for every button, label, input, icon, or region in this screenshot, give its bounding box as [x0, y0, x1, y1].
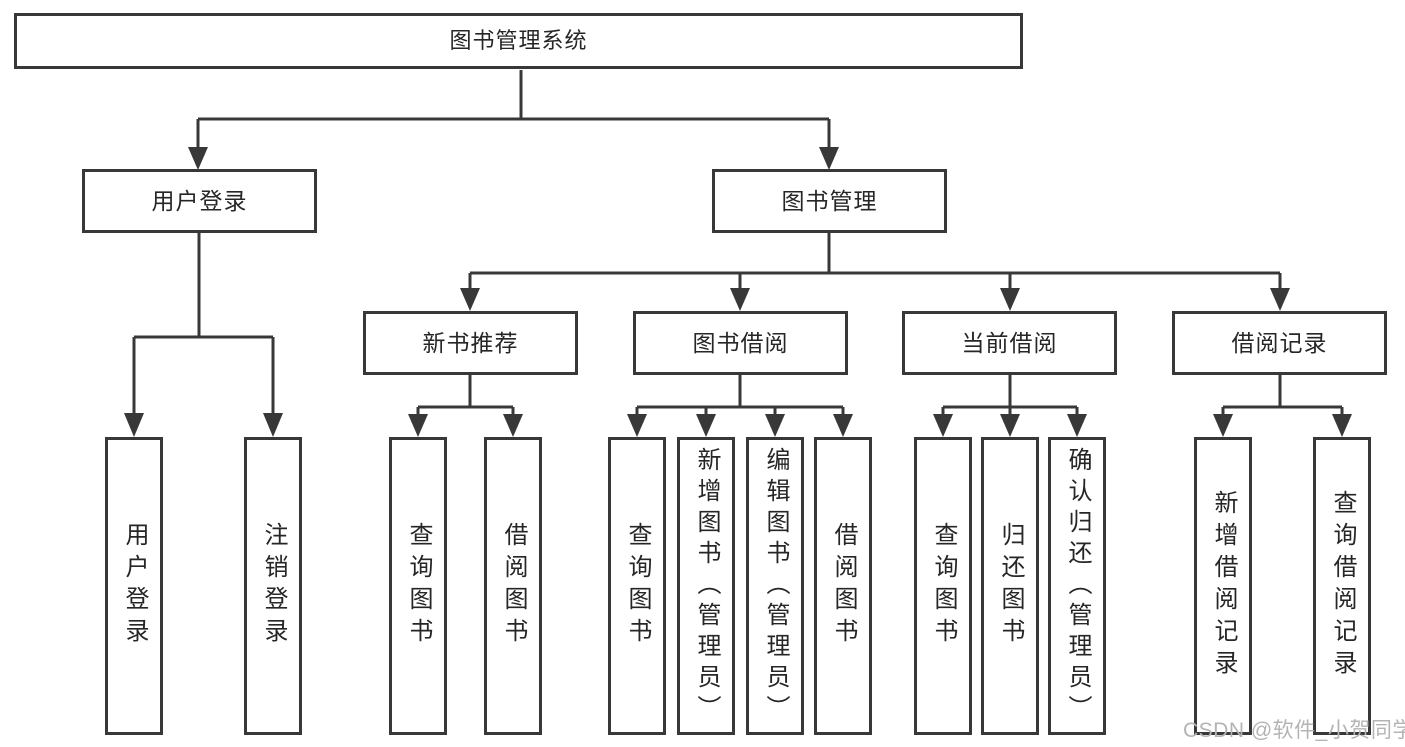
leaf-user-login-label: 用户登录 — [121, 522, 148, 650]
arrow-down-icon — [460, 288, 480, 311]
leaf-add-books-admin-label: 新增图书（管理员） — [693, 446, 720, 726]
connector-book-borrow — [635, 373, 845, 415]
arrow-down-icon — [933, 414, 953, 437]
node-current-borrow: 当前借阅 — [902, 311, 1117, 375]
arrow-down-icon — [124, 413, 144, 437]
arrow-down-icon — [1213, 414, 1233, 437]
arrow-down-icon — [503, 414, 523, 437]
connector-user-login — [132, 231, 275, 414]
node-book-borrow-label: 图书借阅 — [692, 329, 789, 356]
node-root: 图书管理系统 — [14, 13, 1023, 69]
node-user-login: 用户登录 — [82, 169, 317, 233]
leaf-query-books-borrow-label: 查询图书 — [624, 522, 651, 650]
arrow-down-icon — [1067, 414, 1087, 437]
node-new-book-recommend: 新书推荐 — [363, 311, 578, 375]
leaf-edit-books-admin-label: 编辑图书（管理员） — [762, 446, 789, 726]
arrow-down-icon — [765, 414, 785, 437]
leaf-query-books-current-label: 查询图书 — [930, 522, 957, 650]
leaf-query-books-current: 查询图书 — [914, 437, 972, 735]
arrow-down-icon — [819, 147, 839, 170]
arrow-down-icon — [730, 288, 750, 311]
connector-book-management — [468, 231, 1282, 288]
node-current-borrow-label: 当前借阅 — [961, 329, 1058, 356]
csdn-watermark: CSDN @软件_小贺同学 — [1183, 719, 1405, 742]
leaf-borrow-books-recommend-label: 借阅图书 — [500, 522, 527, 650]
leaf-return-books-label: 归还图书 — [997, 522, 1024, 650]
leaf-return-books: 归还图书 — [981, 437, 1039, 735]
leaf-borrow-books-recommend: 借阅图书 — [484, 437, 542, 735]
leaf-query-books-borrow: 查询图书 — [608, 437, 666, 735]
leaf-borrow-books: 借阅图书 — [814, 437, 872, 735]
leaf-edit-books-admin: 编辑图书（管理员） — [746, 437, 804, 735]
node-borrow-records-label: 借阅记录 — [1231, 329, 1328, 356]
node-new-book-recommend-label: 新书推荐 — [422, 329, 519, 356]
arrow-down-icon — [1270, 288, 1290, 311]
connector-new-book — [416, 373, 515, 415]
leaf-query-books-recommend: 查询图书 — [389, 437, 447, 735]
node-user-login-label: 用户登录 — [151, 187, 248, 214]
arrow-down-icon — [696, 414, 716, 437]
leaf-query-borrow-record-label: 查询借阅记录 — [1329, 490, 1356, 682]
arrow-down-icon — [188, 147, 208, 170]
leaf-add-borrow-record: 新增借阅记录 — [1194, 437, 1252, 735]
leaf-query-borrow-record: 查询借阅记录 — [1313, 437, 1371, 735]
leaf-logout-label: 注销登录 — [260, 522, 287, 650]
leaf-logout: 注销登录 — [244, 437, 302, 735]
connector-line-group — [132, 70, 1344, 415]
node-root-label: 图书管理系统 — [449, 28, 588, 53]
arrow-down-icon — [833, 414, 853, 437]
connector-current-borrow — [941, 373, 1079, 415]
node-book-management-label: 图书管理 — [781, 187, 878, 214]
leaf-borrow-books-label: 借阅图书 — [830, 522, 857, 650]
arrow-down-icon — [1000, 414, 1020, 437]
arrow-down-icon — [408, 414, 428, 437]
arrowheads — [124, 147, 1352, 437]
leaf-user-login: 用户登录 — [105, 437, 163, 735]
node-borrow-records: 借阅记录 — [1172, 311, 1387, 375]
leaf-confirm-return-admin-label: 确认归还（管理员） — [1064, 446, 1091, 726]
node-book-borrow: 图书借阅 — [633, 311, 848, 375]
leaf-add-books-admin: 新增图书（管理员） — [677, 437, 735, 735]
connector-root — [196, 70, 831, 148]
leaf-query-books-recommend-label: 查询图书 — [405, 522, 432, 650]
node-book-management: 图书管理 — [712, 169, 947, 233]
leaf-confirm-return-admin: 确认归还（管理员） — [1048, 437, 1106, 735]
connector-borrow-records — [1221, 373, 1344, 415]
arrow-down-icon — [1000, 288, 1020, 311]
arrow-down-icon — [263, 413, 283, 437]
leaf-add-borrow-record-label: 新增借阅记录 — [1210, 490, 1237, 682]
arrow-down-icon — [1332, 414, 1352, 437]
arrow-down-icon — [627, 414, 647, 437]
